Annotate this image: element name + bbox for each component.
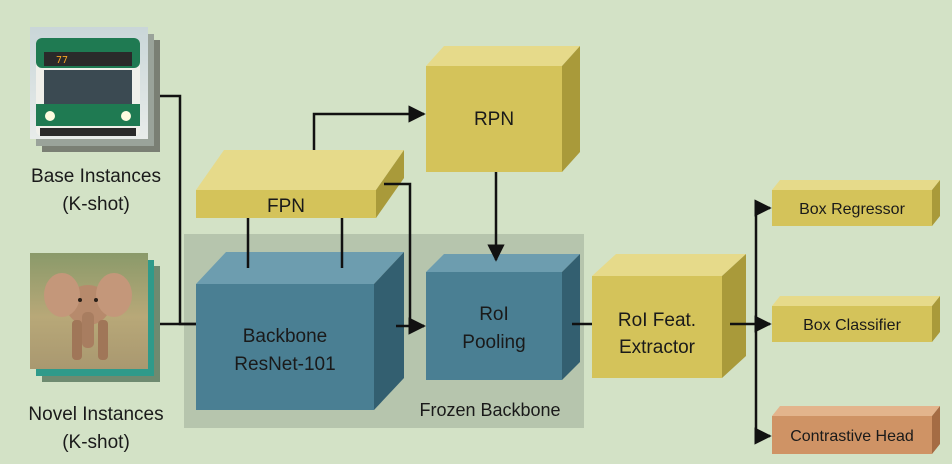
roi-feat-label: RoI Feat. — [618, 310, 696, 331]
bus-display-text: 77 — [56, 55, 68, 66]
rpn-label: RPN — [474, 109, 514, 130]
box-classifier-label: Box Classifier — [803, 317, 901, 334]
box-regressor-label: Box Regressor — [799, 201, 905, 218]
backbone-block: Backbone ResNet-101 — [196, 252, 404, 410]
fpn-block: FPN — [196, 150, 404, 218]
novel-instances-label: Novel Instances — [28, 404, 163, 425]
rpn-block: RPN — [426, 46, 580, 172]
roi-feat-extractor-block: RoI Feat. Extractor — [592, 254, 746, 378]
frozen-backbone-label: Frozen Backbone — [419, 400, 560, 420]
novel-instances-kshot-label: (K-shot) — [62, 432, 130, 453]
backbone-resnet-label: ResNet-101 — [234, 354, 335, 375]
backbone-label: Backbone — [243, 326, 328, 347]
roi-pooling-block: RoI Pooling — [426, 254, 580, 380]
roi-feat-label-line2: Extractor — [619, 337, 696, 358]
box-classifier-block: Box Classifier — [772, 296, 940, 342]
base-instances-kshot-label: (K-shot) — [62, 194, 130, 215]
roi-pooling-label: RoI — [479, 304, 509, 325]
fpn-to-rpn-arrow — [312, 105, 426, 150]
box-regressor-block: Box Regressor — [772, 180, 940, 226]
base-instances-label: Base Instances — [31, 166, 161, 187]
roi-pooling-label-line2: Pooling — [462, 332, 525, 353]
novel-instances-image — [30, 253, 160, 382]
contrastive-head-label: Contrastive Head — [790, 428, 914, 445]
base-instances-image: 77 — [30, 27, 160, 152]
connectors — [160, 94, 772, 445]
fpn-label: FPN — [267, 196, 305, 217]
contrastive-head-block: Contrastive Head — [772, 406, 940, 454]
